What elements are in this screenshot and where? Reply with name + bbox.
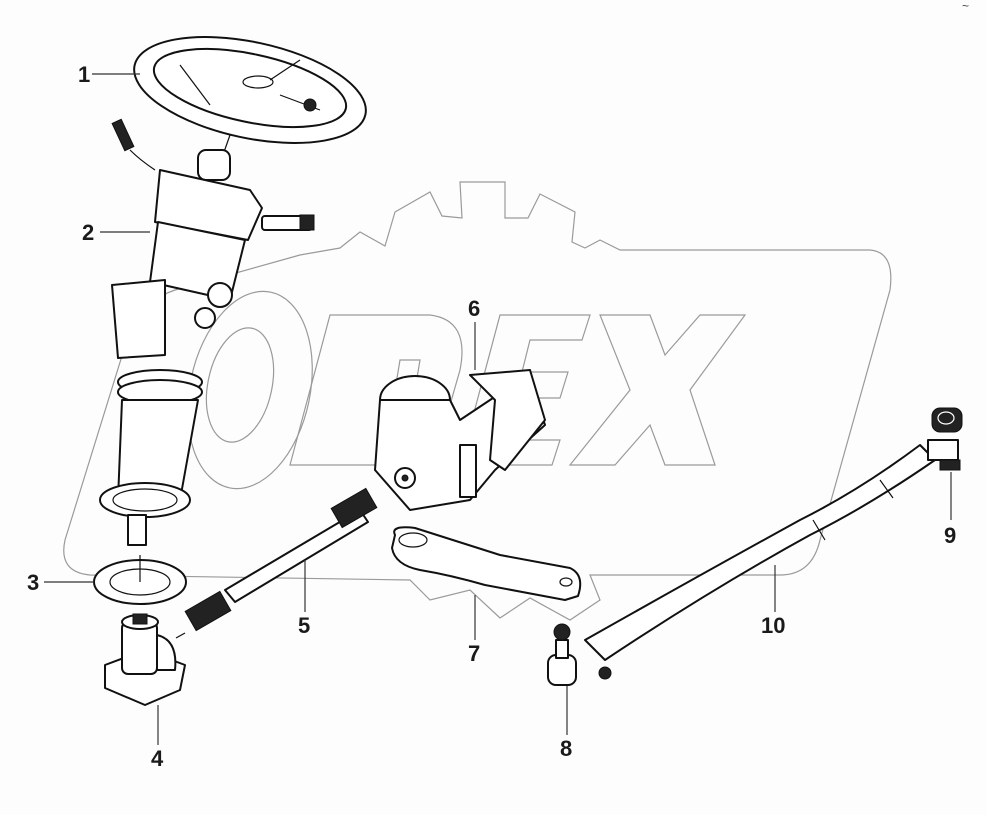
intermediate-shaft-part[interactable] [175,487,378,639]
callout-6: 6 [468,296,481,321]
callout-3: 3 [27,570,40,595]
leader-lines [44,73,952,745]
callout-7: 7 [468,641,481,666]
callout-2: 2 [82,220,95,245]
callout-10: 10 [761,613,786,638]
callout-4: 4 [151,746,164,771]
callout-1: 1 [78,62,91,87]
corner-mark: ~ [962,0,969,13]
column-bracket-part[interactable] [104,613,186,706]
steering-column-part[interactable] [99,118,315,546]
gasket-part[interactable] [93,555,187,605]
callout-5: 5 [298,613,311,638]
steering-gearbox-part[interactable] [374,369,546,511]
callout-8: 8 [560,736,573,761]
pitman-arm-part[interactable] [391,526,582,601]
callout-9: 9 [944,523,957,548]
tie-rod-end-part-8[interactable] [547,623,612,686]
drag-link-part[interactable] [584,444,936,661]
steering-wheel-part[interactable] [125,19,376,162]
tie-rod-end-part-9[interactable] [927,407,963,471]
